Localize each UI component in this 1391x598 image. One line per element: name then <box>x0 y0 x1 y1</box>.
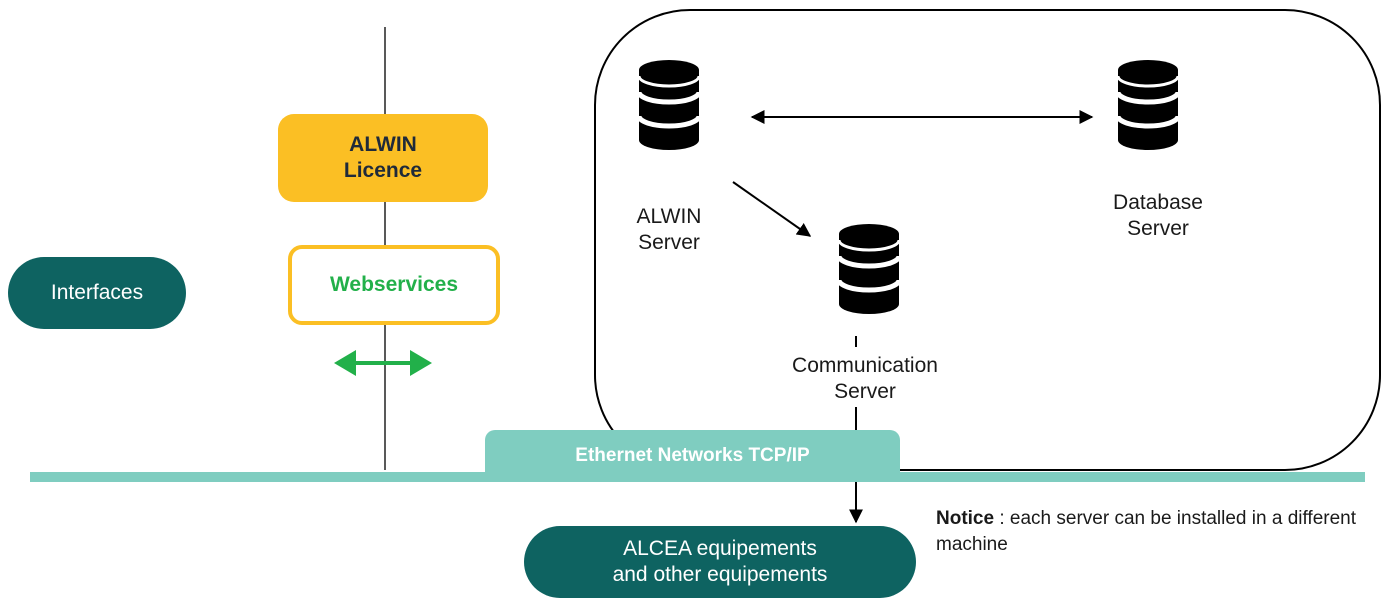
alwin-server-database-icon <box>639 60 699 150</box>
database-server-database-icon <box>1118 60 1178 150</box>
alwin-communication-link-arrow <box>732 181 812 237</box>
interfaces-label: Interfaces <box>50 281 144 304</box>
database-server-line2: Server <box>1127 217 1189 240</box>
communication-server-line2: Server <box>834 380 896 403</box>
ethernet-network-tab: Ethernet Networks TCP/IP <box>485 430 900 482</box>
webservices-box: Webservices <box>288 245 500 325</box>
communication-server-line1: Communication <box>792 354 938 377</box>
alwin-licence-box: ALWIN Licence <box>278 114 488 202</box>
equipment-line2: and other equipements <box>612 563 828 586</box>
notice-bold: Notice <box>936 508 995 529</box>
licence-line2: Licence <box>343 159 423 182</box>
alwin-server-line1: ALWIN <box>636 205 702 228</box>
webservices-exchange-arrow <box>334 350 432 376</box>
equipment-line1: ALCEA equipements <box>623 537 817 560</box>
alwin-server-label: ALWIN Server <box>614 204 724 256</box>
database-server-label: Database Server <box>1098 190 1218 242</box>
notice-text: Notice : each server can be installed in… <box>936 506 1386 558</box>
database-server-line1: Database <box>1113 191 1203 214</box>
equipment-pill: ALCEA equipements and other equipements <box>524 526 916 598</box>
notice-body: : each server can be installed in a diff… <box>936 508 1356 555</box>
server-group-frame <box>594 9 1381 471</box>
webservices-label: Webservices <box>329 273 459 296</box>
alwin-server-line2: Server <box>638 231 700 254</box>
interfaces-pill: Interfaces <box>8 257 186 329</box>
communication-server-database-icon <box>839 224 899 314</box>
licence-line1: ALWIN <box>349 133 417 156</box>
communication-server-label: Communication Server <box>780 353 950 405</box>
ethernet-network-label: Ethernet Networks TCP/IP <box>575 445 810 466</box>
